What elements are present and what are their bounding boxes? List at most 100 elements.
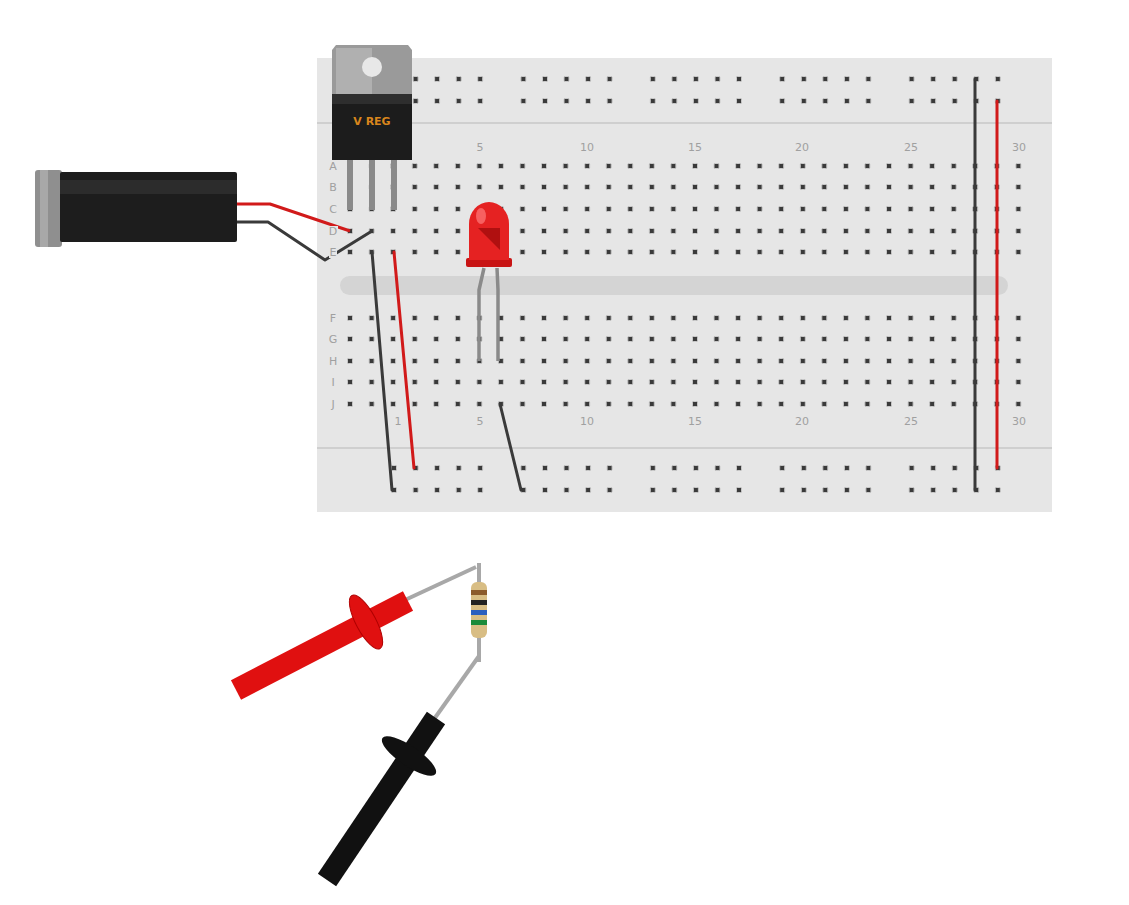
breadboard-hole [909,99,914,104]
breadboard-hole [780,77,785,82]
breadboard-hole [736,402,741,407]
breadboard-hole [586,99,591,104]
breadboard-hole [887,250,892,255]
breadboard-hole [412,207,417,212]
breadboard-hole [563,250,568,255]
breadboard-hole [434,229,439,234]
breadboard-hole [693,488,698,493]
breadboard-hole [693,164,698,169]
column-number: 10 [579,416,595,427]
breadboard-hole [757,337,762,342]
breadboard-hole [800,250,805,255]
breadboard-hole [736,250,741,255]
breadboard-hole [455,337,460,342]
breadboard-hole [757,380,762,385]
row-letter: H [328,356,338,367]
breadboard-hole [800,229,805,234]
breadboard-hole [586,77,591,82]
breadboard-hole [843,250,848,255]
row-letter: B [328,182,338,193]
breadboard-hole [693,316,698,321]
breadboard-hole [606,207,611,212]
breadboard-hole [520,164,525,169]
breadboard-hole [607,488,612,493]
breadboard-hole [628,207,633,212]
breadboard-hole [1016,185,1021,190]
breadboard-hole [435,466,440,471]
breadboard-hole [715,77,720,82]
breadboard-hole [693,466,698,471]
breadboard-hole [714,316,719,321]
breadboard-hole [607,466,612,471]
breadboard-hole [671,402,676,407]
breadboard-hole [931,77,936,82]
breadboard-hole [822,337,827,342]
column-number: 5 [476,416,485,427]
breadboard-hole [434,207,439,212]
breadboard-hole [843,185,848,190]
breadboard-hole [455,359,460,364]
breadboard-hole [843,164,848,169]
breadboard-hole [779,185,784,190]
breadboard-hole [693,337,698,342]
jack-body-shade [60,180,237,194]
breadboard-hole [995,77,1000,82]
breadboard-hole [650,466,655,471]
center-channel [340,276,1008,295]
breadboard-hole [348,380,353,385]
column-number: 25 [903,142,919,153]
breadboard-hole [520,359,525,364]
breadboard-hole [586,466,591,471]
breadboard-hole [392,466,397,471]
breadboard-hole [672,466,677,471]
breadboard-hole [693,185,698,190]
breadboard-hole [606,185,611,190]
breadboard-hole [801,77,806,82]
breadboard-hole [887,359,892,364]
breadboard-hole [822,359,827,364]
breadboard-hole [865,207,870,212]
breadboard-hole [520,229,525,234]
breadboard-hole [456,77,461,82]
breadboard-hole [628,359,633,364]
breadboard-hole [412,316,417,321]
breadboard-hole [543,466,548,471]
breadboard-hole [434,337,439,342]
breadboard-hole [434,316,439,321]
breadboard-hole [456,99,461,104]
breadboard-hole [737,488,742,493]
red-probe-guard [343,591,389,653]
breadboard-hole [477,185,482,190]
breadboard-hole [823,99,828,104]
breadboard-hole [369,402,374,407]
breadboard-hole [757,316,762,321]
breadboard-hole [671,316,676,321]
breadboard-hole [865,250,870,255]
breadboard-hole [649,207,654,212]
breadboard-hole [865,164,870,169]
breadboard-hole [822,402,827,407]
breadboard-hole [930,380,935,385]
breadboard-hole [800,164,805,169]
holes [348,77,1021,493]
breadboard-hole [563,402,568,407]
breadboard-hole [951,229,956,234]
breadboard-hole [908,229,913,234]
breadboard-hole [455,185,460,190]
breadboard-hole [823,488,828,493]
breadboard-hole [779,164,784,169]
resistor-band [471,620,487,625]
breadboard-hole [693,229,698,234]
breadboard-hole [563,229,568,234]
breadboard-hole [930,337,935,342]
breadboard-hole [951,207,956,212]
breadboard-hole [391,359,396,364]
black-probe [327,718,436,880]
breadboard-hole [951,316,956,321]
row-letter: I [330,377,335,388]
row-letter: F [329,313,337,324]
breadboard-hole [521,77,526,82]
breadboard-hole [865,359,870,364]
breadboard-hole [931,466,936,471]
